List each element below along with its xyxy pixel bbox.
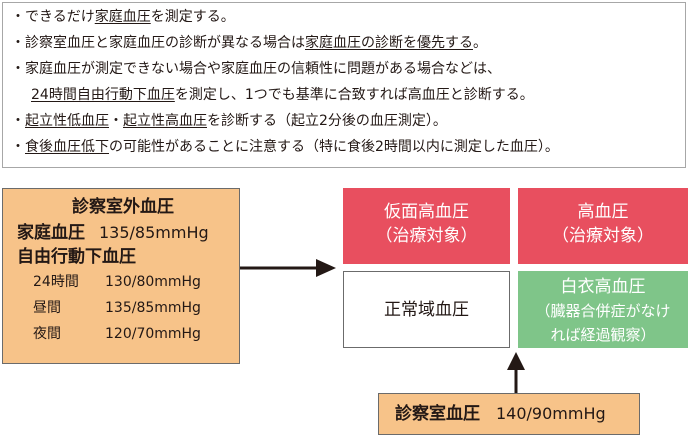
note-text: を測定する。 xyxy=(150,9,235,25)
out-of-office-title: 診察室外血圧 xyxy=(72,197,174,217)
note-text: を測定し、1つでも基準に合致すれば高血圧と診断する。 xyxy=(174,87,534,103)
note-emphasis: 家庭血圧 xyxy=(94,9,151,25)
abpm-24h-row: 24時間 130/80mmHg xyxy=(17,269,229,295)
masked-hypertension-sub: （治療対象） xyxy=(375,226,478,246)
note-emphasis: 家庭血圧の診断を優先する xyxy=(305,35,473,51)
abpm-label: 自由行動下血圧 xyxy=(17,247,136,267)
note-bullet: ・ xyxy=(11,35,25,51)
note-text: 診察室血圧と家庭血圧の診断が異なる場合は xyxy=(25,35,305,51)
home-bp-label: 家庭血圧 xyxy=(17,223,85,243)
normal-bp-title: 正常域血圧 xyxy=(384,300,469,320)
note-bullet: ・ xyxy=(11,113,25,129)
white-coat-hypertension-box: 白衣高血圧 （臓器合併症がなけ れば経過観察） xyxy=(518,271,688,348)
abpm-night-value: 120/70mmHg xyxy=(105,326,201,342)
office-bp-value: 140/90mmHg xyxy=(496,404,606,423)
abpm-row: 自由行動下血圧 xyxy=(17,245,229,269)
note-text: ・ xyxy=(109,113,123,129)
note-emphasis: 起立性高血圧 xyxy=(123,113,207,129)
note-bullet: ・ xyxy=(11,61,25,77)
note-line: 24時間自由行動下血圧を測定し、1つでも基準に合致すれば高血圧と診断する。 xyxy=(11,85,675,105)
hypertension-sub: （治療対象） xyxy=(552,226,654,246)
white-coat-sub-2: れば経過観察） xyxy=(550,326,656,344)
note-emphasis: 24時間自由行動下血圧 xyxy=(31,87,175,103)
abpm-day-row: 昼間 135/85mmHg xyxy=(17,295,229,321)
hypertension-title: 高血圧 xyxy=(577,202,629,222)
note-line: ・家庭血圧が測定できない場合や家庭血圧の信頼性に問題がある場合などは、 xyxy=(11,59,675,79)
note-line: ・できるだけ家庭血圧を測定する。 xyxy=(11,7,675,27)
abpm-day-value: 135/85mmHg xyxy=(105,300,201,316)
notes-panel: ・できるだけ家庭血圧を測定する。・診察室血圧と家庭血圧の診断が異なる場合は家庭血… xyxy=(2,2,686,168)
abpm-24h-value: 130/80mmHg xyxy=(105,274,201,290)
abpm-24h-label: 24時間 xyxy=(33,274,79,290)
note-bullet: ・ xyxy=(11,139,25,155)
home-bp-value: 135/85mmHg xyxy=(99,223,209,242)
abpm-night-label: 夜間 xyxy=(33,326,61,342)
normal-bp-box: 正常域血圧 xyxy=(343,271,510,348)
office-bp-box: 診察室血圧 140/90mmHg xyxy=(378,393,640,435)
note-line: ・食後血圧低下の可能性があることに注意する（特に食後2時間以内に測定した血圧）。 xyxy=(11,137,675,157)
white-coat-sub-1: （臓器合併症がなけ xyxy=(535,302,671,320)
up-arrow-head xyxy=(507,352,525,370)
note-text: 。 xyxy=(473,35,487,51)
abpm-night-row: 夜間 120/70mmHg xyxy=(17,321,229,347)
note-text: を診断する（起立2分後の血圧測定）。 xyxy=(207,113,447,129)
right-arrow-head xyxy=(316,259,336,277)
white-coat-title: 白衣高血圧 xyxy=(560,277,646,297)
abpm-day-label: 昼間 xyxy=(33,300,61,316)
office-bp-label: 診察室血圧 xyxy=(395,404,480,424)
masked-hypertension-title: 仮面高血圧 xyxy=(384,202,469,222)
note-text: できるだけ xyxy=(25,9,95,25)
masked-hypertension-box: 仮面高血圧 （治療対象） xyxy=(343,188,510,264)
note-emphasis: 起立性低血圧 xyxy=(25,113,109,129)
note-line: ・起立性低血圧・起立性高血圧を診断する（起立2分後の血圧測定）。 xyxy=(11,111,675,131)
note-bullet: ・ xyxy=(11,9,25,25)
note-text: 家庭血圧が測定できない場合や家庭血圧の信頼性に問題がある場合などは、 xyxy=(25,61,501,77)
home-bp-row: 家庭血圧 135/85mmHg xyxy=(17,221,229,245)
out-of-office-bp-box: 診察室外血圧 家庭血圧 135/85mmHg 自由行動下血圧 24時間 130/80… xyxy=(2,188,240,364)
hypertension-box: 高血圧 （治療対象） xyxy=(518,188,688,264)
note-text: の可能性があることに注意する（特に食後2時間以内に測定した血圧）。 xyxy=(109,139,559,155)
note-line: ・診察室血圧と家庭血圧の診断が異なる場合は家庭血圧の診断を優先する。 xyxy=(11,33,675,53)
note-emphasis: 食後血圧低下 xyxy=(25,139,109,155)
